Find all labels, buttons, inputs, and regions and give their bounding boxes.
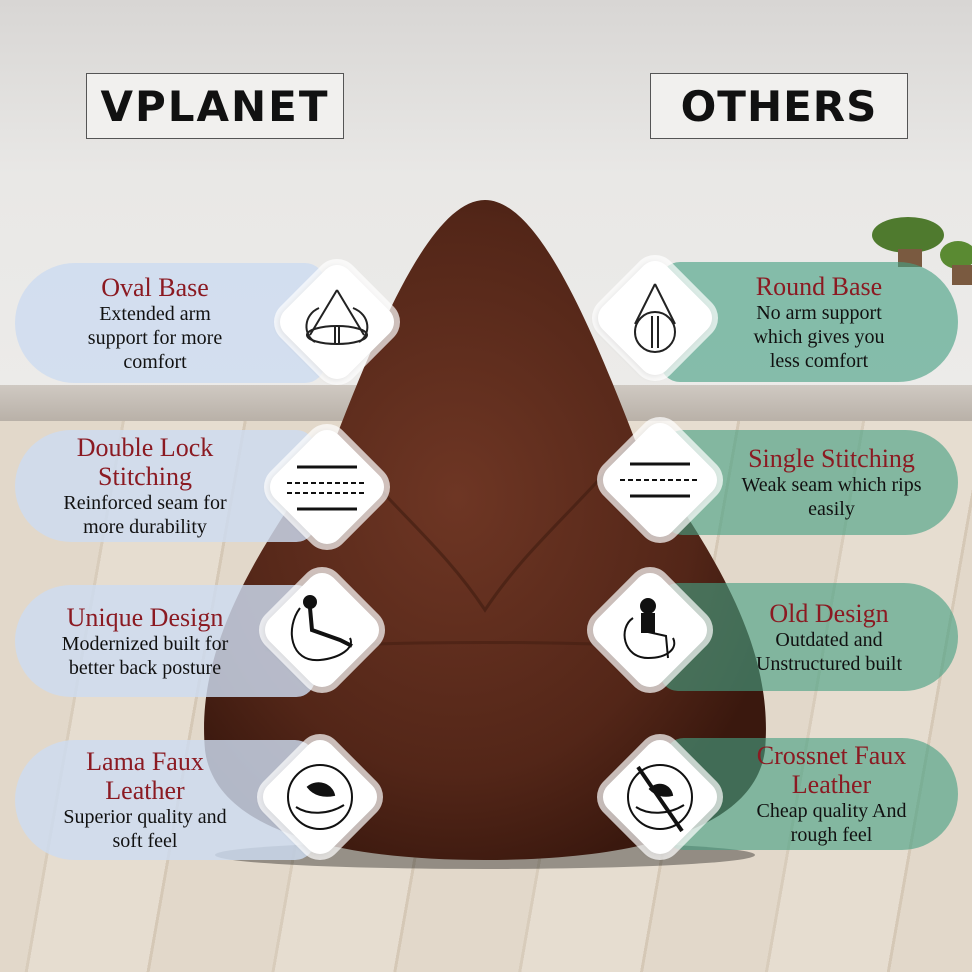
feature-right-2: Single Stitching Weak seam which rips ea… (665, 430, 958, 535)
oval-base-icon (305, 289, 369, 345)
no-feather-icon (627, 764, 693, 833)
round-base-icon (634, 283, 676, 353)
single-stitching-icon (620, 462, 700, 498)
feature-right-3: Old Design Outdated and Unstructured bui… (660, 583, 958, 691)
double-stitching-icon (287, 465, 367, 511)
feature-title: Oval Base (101, 272, 209, 302)
feature-title: Double Lock Stitching (76, 433, 214, 491)
feature-title: Old Design (769, 598, 889, 628)
feature-desc: Superior quality and soft feel (63, 806, 227, 852)
feature-left-1: Oval Base Extended arm support for more … (15, 263, 325, 383)
brand-right-text: OTHERS (680, 81, 878, 131)
feature-title: Lama Faux Leather (86, 747, 204, 805)
feature-desc: Extended arm support for more comfort (87, 302, 223, 373)
feature-title: Round Base (755, 271, 883, 301)
person-on-beanbag-icon (290, 595, 353, 662)
feature-left-2: Double Lock Stitching Reinforced seam fo… (15, 430, 315, 542)
feature-desc: Outdated and Unstructured built (755, 628, 903, 675)
vplanet-logo: VPLANET (86, 73, 344, 139)
brand-left-text: VPLANET (100, 81, 330, 131)
others-label-box: OTHERS (650, 73, 908, 139)
feature-desc: Weak seam which rips easily (741, 474, 922, 520)
feature-title: Crossnet Faux Leather (756, 741, 907, 799)
feature-right-4: Crossnet Faux Leather Cheap quality And … (665, 738, 958, 850)
feature-desc: Modernized built for better back posture (61, 632, 229, 679)
person-on-beanbag-icon (623, 598, 676, 660)
feature-desc: Reinforced seam for more durability (63, 492, 227, 538)
feature-desc: No arm support which gives you less comf… (753, 301, 885, 372)
feature-desc: Cheap quality And rough feel (756, 800, 907, 846)
feature-title: Unique Design (66, 602, 224, 632)
feather-hand-icon (287, 764, 353, 830)
feature-left-3: Unique Design Modernized built for bette… (15, 585, 315, 697)
feature-title: Single Stitching (748, 444, 915, 473)
